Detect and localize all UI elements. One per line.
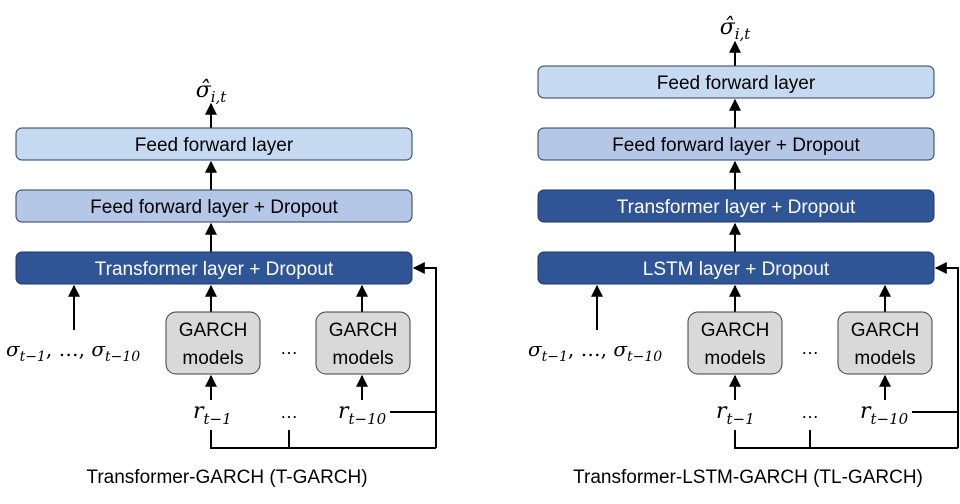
bypass-to-lstm-arrow bbox=[934, 262, 959, 448]
feed-forward-layer-box bbox=[537, 65, 935, 99]
garch-models-box-1-line2: models bbox=[182, 348, 243, 369]
garch-models-box-2-line2: models bbox=[332, 348, 393, 369]
garch-models-box-1-line1: GARCH bbox=[701, 320, 770, 341]
feed-forward-layer-box bbox=[15, 127, 413, 161]
returns-ellipsis: … bbox=[801, 402, 819, 422]
sigma-inputs-label: σt−1, …, σt−10 bbox=[6, 337, 140, 365]
return1-bypass-line bbox=[210, 430, 436, 449]
garch-models-box-1-line2: models bbox=[704, 348, 765, 369]
tl-garch-caption: Transformer-LSTM-GARCH (TL-GARCH) bbox=[573, 467, 923, 488]
t-garch-diagram: σ̂i,t Feed forward layer Feed forward la… bbox=[6, 78, 437, 488]
sigma-inputs-label: σt−1, …, σt−10 bbox=[528, 337, 662, 365]
garch-models-box-1-line1: GARCH bbox=[179, 320, 248, 341]
bypass-to-transformer-arrow bbox=[412, 262, 437, 448]
lstm-dropout-layer-label: LSTM layer + Dropout bbox=[643, 259, 830, 280]
return-first-label: rt−1 bbox=[716, 399, 755, 428]
feed-forward-dropout-layer-box bbox=[15, 189, 413, 223]
transformer-dropout-layer-label: Transformer layer + Dropout bbox=[617, 197, 856, 218]
transformer-dropout-layer-label: Transformer layer + Dropout bbox=[95, 259, 334, 280]
garch-ellipsis: … bbox=[801, 338, 819, 358]
feed-forward-layer-label: Feed forward layer bbox=[657, 73, 816, 94]
return1-bypass-line bbox=[734, 430, 958, 449]
lstm-dropout-layer-box bbox=[537, 251, 935, 285]
garch-models-box-2 bbox=[837, 311, 933, 375]
returns-ellipsis: … bbox=[280, 402, 298, 422]
t-garch-caption: Transformer-GARCH (T-GARCH) bbox=[86, 467, 367, 488]
garch-models-box-2-line2: models bbox=[854, 348, 915, 369]
garch-ellipsis: … bbox=[280, 338, 298, 358]
feed-forward-layer-label: Feed forward layer bbox=[135, 135, 294, 156]
feed-forward-dropout-layer-label: Feed forward layer + Dropout bbox=[90, 197, 338, 218]
garch-models-box-1 bbox=[687, 311, 783, 375]
feed-forward-dropout-layer-label: Feed forward layer + Dropout bbox=[612, 135, 860, 156]
garch-models-box-2 bbox=[315, 311, 411, 375]
return-last-label: rt−10 bbox=[338, 399, 387, 428]
garch-models-box-2-line1: GARCH bbox=[329, 320, 398, 341]
garch-models-box-1 bbox=[165, 311, 261, 375]
tl-garch-diagram: σ̂i,t Feed forward layer Feed forward la… bbox=[528, 15, 959, 488]
return-first-label: rt−1 bbox=[193, 399, 232, 428]
garch-models-box-2-line1: GARCH bbox=[851, 320, 920, 341]
return-last-label: rt−10 bbox=[860, 399, 909, 428]
feed-forward-dropout-layer-box bbox=[537, 127, 935, 161]
transformer-dropout-layer-box bbox=[537, 189, 935, 223]
output-sigma-hat-label: σ̂i,t bbox=[720, 15, 752, 43]
transformer-dropout-layer-box bbox=[15, 251, 413, 285]
output-sigma-hat-label: σ̂i,t bbox=[196, 78, 228, 106]
